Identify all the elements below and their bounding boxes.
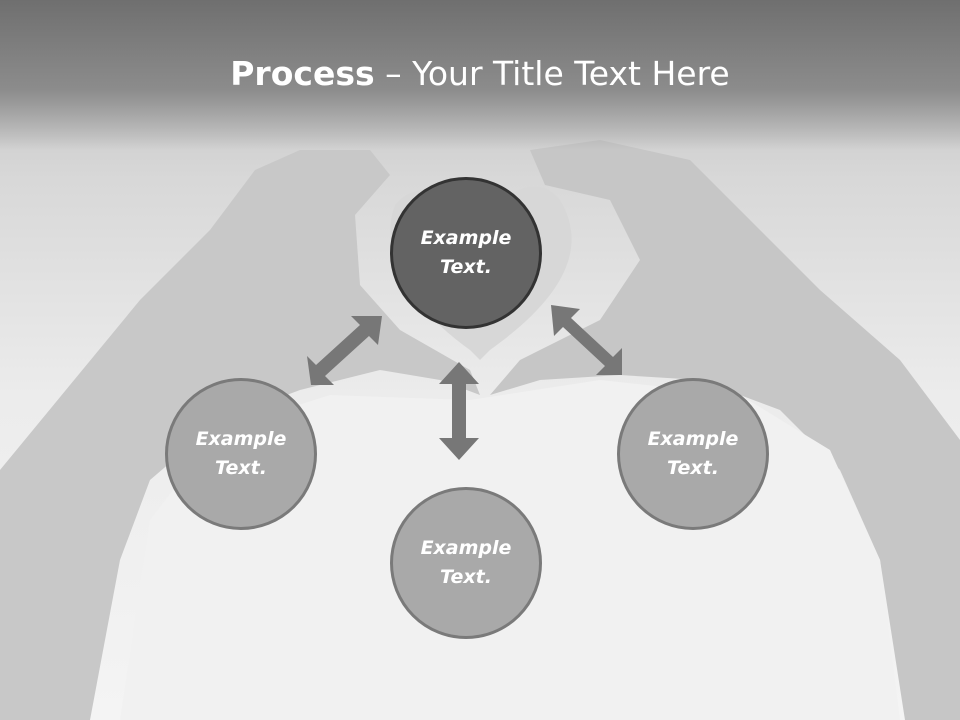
title-rest-part: – Your Title Text Here: [374, 54, 730, 93]
left-arm-silhouette: [0, 150, 480, 720]
node-right-line2: Text.: [667, 457, 719, 479]
slide-title: Process – Your Title Text Here: [0, 52, 960, 96]
process-node-right: Example Text.: [617, 378, 769, 530]
node-right-line1: Example: [647, 428, 739, 450]
title-bold-part: Process: [230, 54, 375, 93]
node-top-line1: Example: [420, 227, 512, 249]
node-left-line2: Text.: [215, 457, 267, 479]
process-node-left: Example Text.: [165, 378, 317, 530]
process-node-top: Example Text.: [390, 177, 542, 329]
node-bottom-line1: Example: [420, 537, 512, 559]
double-arrow-right: [551, 305, 622, 375]
process-node-bottom: Example Text.: [390, 487, 542, 639]
double-arrow-left: [307, 316, 382, 385]
title-bar: [0, 0, 960, 150]
node-top-line2: Text.: [440, 256, 492, 278]
double-arrow-vertical: [439, 362, 479, 460]
right-arm-silhouette: [490, 140, 960, 720]
node-bottom-line2: Text.: [440, 566, 492, 588]
node-left-line1: Example: [195, 428, 287, 450]
